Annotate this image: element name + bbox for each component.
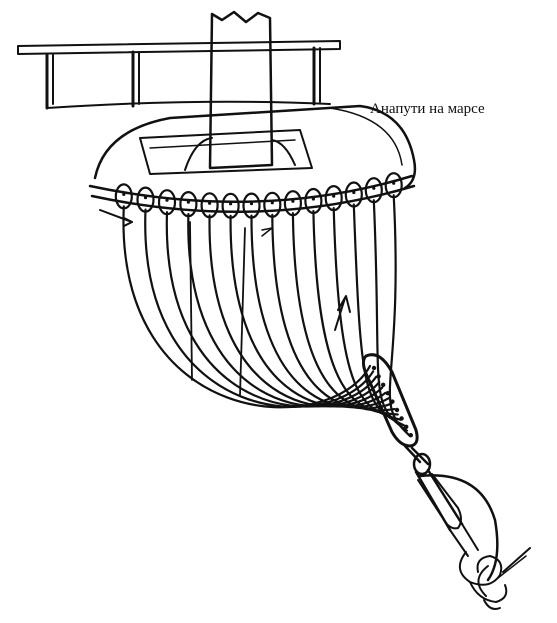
rim-loop: [136, 186, 155, 213]
rim-loop: [263, 191, 282, 218]
rim-loop: [242, 192, 261, 219]
rim-hole: [208, 201, 212, 205]
rim-hole: [186, 200, 190, 204]
mast: [184, 10, 296, 171]
pendant-and-tackle: [403, 444, 531, 610]
euphroe-hole: [385, 391, 390, 396]
rim-loop: [384, 172, 403, 199]
euphroe-block: [361, 353, 419, 448]
euphroe-hole: [381, 382, 386, 387]
euphroe-hole: [404, 424, 409, 429]
rim-loops: [114, 172, 403, 219]
crowfoot-line: [388, 194, 412, 438]
rim-loop: [114, 183, 133, 210]
rim-loop: [324, 185, 343, 212]
rim-hole: [165, 198, 169, 202]
rim-loop: [157, 189, 177, 216]
crowfoot-line: [208, 214, 384, 408]
crowfoot-line: [271, 213, 393, 410]
rim-loop: [179, 191, 198, 218]
euphroe-hole: [408, 433, 413, 438]
rim-hole: [270, 201, 274, 205]
direction-arrow: [334, 295, 351, 331]
rim-hole: [311, 197, 315, 201]
rim-hole: [392, 181, 396, 185]
crowfoot-lines: [122, 194, 412, 438]
top-platform: [93, 104, 417, 190]
rim-hole: [352, 190, 356, 195]
rim-hole: [229, 202, 233, 206]
crowfoot-line: [122, 205, 372, 409]
platform-rim: [88, 174, 416, 227]
rim-loop: [304, 187, 323, 215]
rim-hole: [372, 186, 376, 190]
rim-loop: [283, 190, 302, 217]
rim-loop: [364, 177, 383, 204]
euphroe-hole: [376, 374, 381, 379]
crowfoot-line: [291, 212, 396, 412]
rim-hole: [332, 194, 336, 198]
diagram-caption: Анапути на марсе: [370, 101, 485, 117]
crowfoot-line: [165, 211, 378, 408]
euphroe-hole: [399, 416, 404, 421]
rim-loop: [200, 192, 219, 219]
rim-hole: [291, 199, 295, 203]
euphroe-holes: [371, 365, 413, 438]
euphroe-hole: [394, 407, 400, 413]
euphroe-hole: [390, 399, 395, 404]
drop-lines: [189, 221, 273, 396]
rim-loop: [344, 181, 363, 208]
top-rail: [17, 40, 341, 110]
rim-hole: [249, 202, 254, 206]
rim-hole: [143, 196, 148, 200]
rim-loop: [221, 192, 240, 219]
rim-hole: [122, 192, 126, 196]
euphroe-hole: [371, 365, 377, 371]
crowfoot-line: [187, 213, 381, 408]
